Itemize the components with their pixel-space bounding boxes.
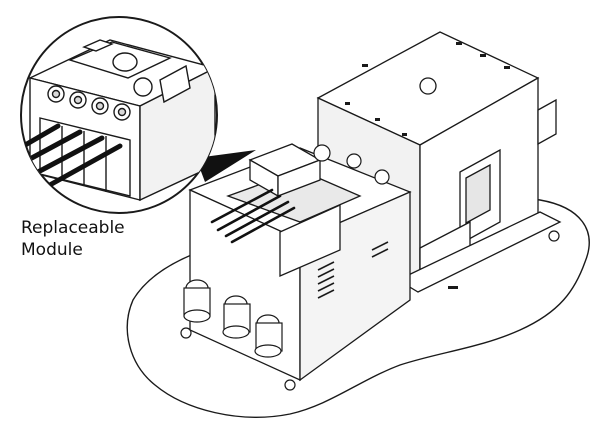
body-markings	[345, 42, 510, 289]
callout-line-2: Module	[21, 240, 83, 260]
pilot-lamp	[419, 77, 437, 95]
callout-label: Replaceable Module	[21, 217, 125, 261]
callout-line-1: Replaceable	[21, 218, 125, 238]
vent-slots	[317, 241, 389, 299]
base-screws	[183, 279, 283, 358]
callout-leader	[196, 150, 256, 182]
magnifier-circle	[20, 16, 218, 214]
terminal-screws	[313, 144, 390, 185]
mount-holes	[180, 230, 560, 391]
module-wires	[210, 188, 296, 244]
overload-relay	[188, 143, 412, 382]
